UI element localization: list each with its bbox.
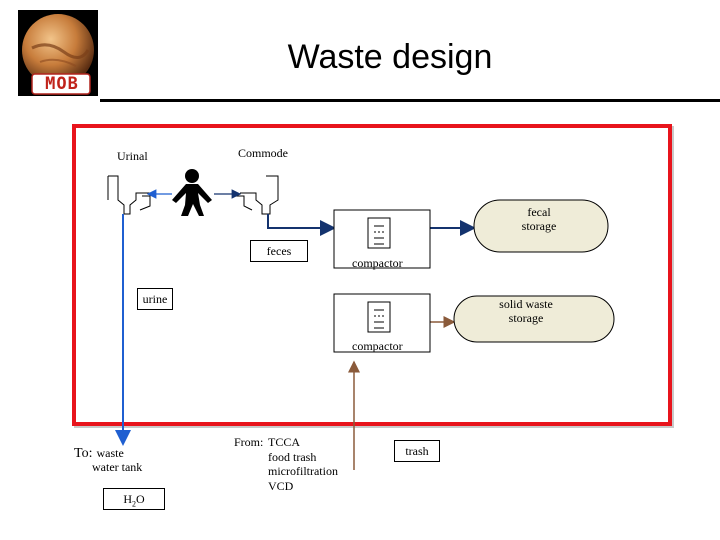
mars-planet-icon	[18, 10, 98, 96]
from-item: TCCA	[268, 435, 301, 449]
compactor-press-icon	[367, 301, 391, 333]
destination-block: To: waste	[74, 444, 124, 462]
to-line1: waste	[96, 446, 124, 460]
urine-label: urine	[142, 292, 168, 306]
from-item: microfiltration	[268, 464, 338, 478]
feces-flow-line	[267, 214, 336, 236]
fecal-storage-label: fecal storage	[521, 205, 557, 233]
mob-logo: MOB	[18, 10, 98, 96]
h2o-label: H	[123, 492, 132, 506]
urine-label-box: urine	[137, 288, 173, 310]
compactor-bottom-box	[333, 293, 431, 353]
feces-label-box: feces	[250, 240, 308, 262]
compactor-top-box	[333, 209, 431, 269]
header-divider	[100, 99, 720, 102]
urinal-label: Urinal	[117, 149, 148, 163]
compactor-bottom-label: compactor	[352, 339, 403, 353]
from-item: VCD	[268, 478, 294, 493]
from-list: TCCA food trash microfiltration VCD	[268, 435, 338, 493]
h2o-subscript: 2	[132, 499, 136, 509]
logo-text: MOB	[45, 74, 79, 94]
trash-label: trash	[405, 444, 429, 458]
h2o-box: H2O	[103, 488, 165, 510]
feces-label: feces	[266, 244, 292, 258]
urinal-icon	[107, 175, 151, 215]
person-icon	[172, 169, 212, 216]
h2o-suffix: O	[136, 492, 145, 506]
from-prefix: From:	[234, 435, 264, 449]
compactor-press-icon	[367, 217, 391, 249]
slide-title: Waste design	[287, 38, 493, 76]
to-line2: water tank	[92, 460, 143, 474]
solid-waste-storage-label: solid waste storage	[499, 297, 553, 325]
to-prefix: To:	[74, 446, 93, 461]
commode-icon	[236, 175, 279, 215]
from-item: food trash	[268, 449, 317, 464]
commode-label: Commode	[238, 146, 288, 160]
system-boundary-frame	[72, 124, 672, 426]
fecal-storage-tank	[473, 199, 609, 253]
trash-label-box: trash	[394, 440, 440, 462]
compactor-top-label: compactor	[352, 256, 403, 270]
solid-waste-storage-tank	[453, 295, 615, 343]
